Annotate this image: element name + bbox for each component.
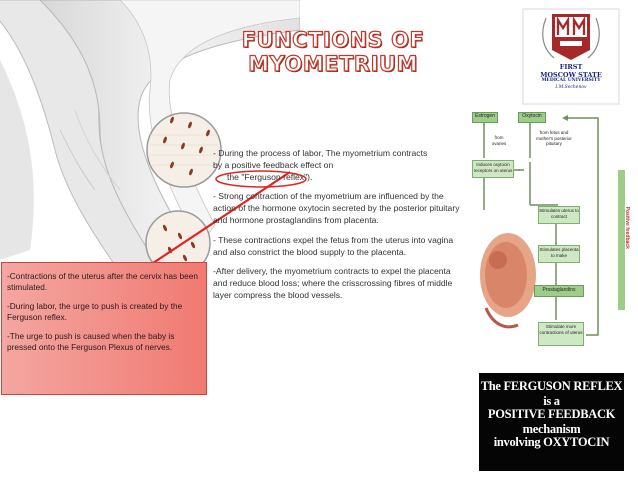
paragraph-after-delivery: -After delivery, the myometrium contract… [213,266,453,300]
paragraph-labor-line2: by a positive feedback effect on [213,159,334,170]
flow-label-stimulates-placenta: Stimulates placenta to make [539,247,579,258]
flow-box-stimulate-more [538,322,584,346]
callout-box: -Contractions of the uterus after the ce… [1,262,207,395]
flow-label-induces: Induces oxytocin receptors on uterus [473,162,513,173]
university-logo [522,8,620,105]
logo-line-moscow-state: MOSCOW STATE [540,71,602,79]
flow-label-oxytocin: Oxytocin [522,113,542,119]
ferguson-reflex-box: The FERGUSON REFLEX is a POSITIVE FEEDBA… [479,373,624,471]
paragraph-labor: - During the process of labor, The myome… [213,148,465,183]
flow-box-prostaglandins [534,285,584,297]
logo-line-first: FIRST [559,63,583,71]
main-text: - During the process of labor, The myome… [213,148,465,310]
flow-label-from-ovaries: from ovaries [491,135,507,146]
paragraph-oxytocin: - Strong contraction of the myometrium a… [213,191,460,225]
flow-box-estrogen [472,112,498,123]
paragraph-labor-line1: - During the process of labor, The myome… [213,148,428,158]
oxytocin-flowchart: Estrogen Oxytocin from ovaries from fetu… [468,110,630,372]
paragraph-expel-fetus: - These contractions expel the fetus fro… [213,234,454,257]
callout-contractions: -Contractions of the uterus after the ce… [7,271,198,293]
flow-label-stimulates-uterus: Stimulates uterus to contract [539,208,579,219]
logo-line-sechenov: I.M.Sechenov [555,85,587,90]
paragraph-labor-line3: the "Ferguson reflex"). [227,171,313,182]
flow-box-oxytocin [518,112,546,123]
flow-label-prostaglandins: Prostaglandins [542,287,576,293]
flow-box-stimulates-placenta [538,245,580,263]
flow-box-induces [472,160,514,178]
flow-box-stimulates-uterus [538,206,580,224]
ferguson-line-3: involving OXYTOCIN [493,435,610,449]
callout-ferguson-plexus: -The urge to push is caused when the bab… [7,330,175,353]
flow-label-stimulate-more: Stimulate more contractions of uterus [539,324,583,335]
logo-line-medical-university: MEDICAL UNIVERSITY [541,78,601,83]
callout-urge-push: -During labor, the urge to push is creat… [7,300,183,323]
flow-label-estrogen: Estrogen [474,113,495,119]
myometrium-illustration [0,0,300,331]
flow-label-from-fetus: from fetus and mother's posterior pituit… [536,130,572,146]
slide-title: FUNCTIONS OF MYOMETRIUM [241,27,425,76]
ferguson-line-1: The FERGUSON REFLEX is a [480,379,623,408]
flow-label-positive-feedback: Positive feedback [623,206,630,249]
ferguson-line-2: POSITIVE FEEDBACK mechanism [487,407,616,436]
